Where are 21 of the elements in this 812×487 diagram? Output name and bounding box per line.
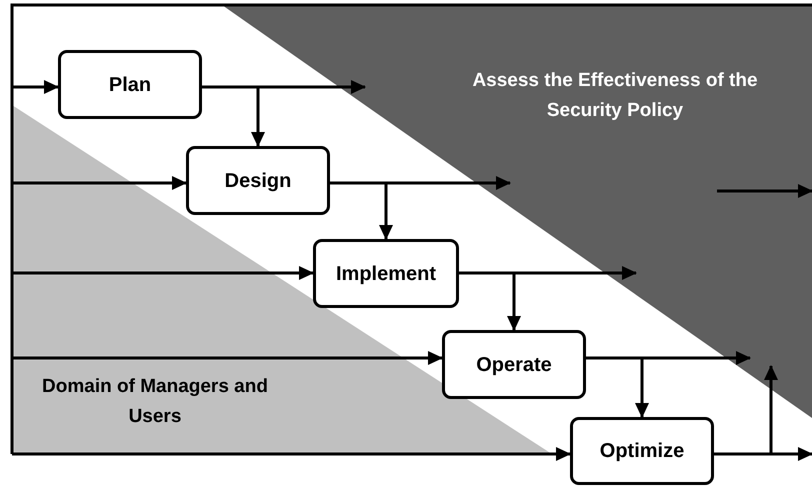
process-label: Optimize <box>600 439 684 464</box>
process-label: Plan <box>108 72 152 98</box>
arrow <box>12 447 571 461</box>
process-label: Design <box>224 168 292 194</box>
process-box <box>58 50 202 119</box>
arrow <box>12 80 59 94</box>
arrow <box>459 272 521 331</box>
process-box <box>442 330 586 399</box>
region-label: Domain of Managers and Users <box>41 375 269 429</box>
arrow <box>586 356 649 418</box>
region-label: Assess the Effectiveness of the Security Policy <box>471 69 759 123</box>
arrow <box>714 365 778 456</box>
arrow <box>12 266 314 280</box>
arrow <box>12 351 443 365</box>
process-box <box>313 239 459 308</box>
arrow <box>330 182 393 240</box>
process-box <box>570 417 714 485</box>
process-label: Implement <box>336 262 436 286</box>
process-box <box>186 146 330 215</box>
arrow <box>12 176 187 190</box>
process-label: Operate <box>476 352 552 378</box>
